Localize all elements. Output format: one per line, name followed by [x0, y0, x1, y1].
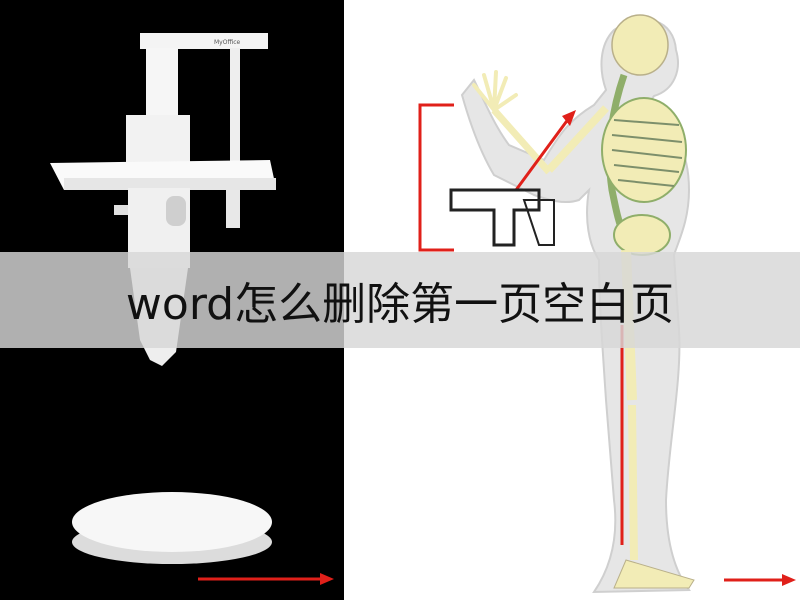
humerus: [546, 105, 609, 173]
tibia: [628, 404, 638, 561]
banner-title: word怎么删除第一页空白页: [125, 279, 675, 330]
rib-1: [613, 119, 680, 126]
housing-slot: [166, 196, 186, 226]
red-forearm-arrow: [514, 117, 571, 191]
red-bracket: [418, 103, 454, 252]
title-banner: word怎么删除第一页空白页: [0, 252, 800, 348]
main-column: [146, 48, 178, 120]
skeleton-illustration: [418, 14, 796, 594]
hand: [472, 70, 518, 112]
rib-3: [611, 149, 683, 159]
t-shape-outline-1: [449, 188, 541, 247]
crossbar-edge: [64, 178, 276, 190]
rib-2: [611, 134, 683, 143]
rib-4: [613, 164, 680, 173]
red-forearm-arrow-head: [562, 110, 576, 126]
top-arm: [140, 33, 268, 49]
pelvis: [613, 214, 671, 256]
base-plate-top: [72, 492, 272, 552]
forearm: [491, 107, 552, 175]
skull: [611, 14, 669, 76]
red-arrow-head-left: [320, 573, 334, 585]
rib-5: [617, 179, 675, 187]
guide-rod: [230, 48, 240, 178]
upper-housing: [126, 115, 190, 167]
t-shape-outline-2: [522, 199, 555, 246]
foot: [613, 559, 695, 589]
red-arrow-head-right: [782, 574, 796, 586]
side-knob: [114, 205, 128, 215]
rod-lower: [226, 188, 240, 228]
device-brand-label: MyOffice: [214, 39, 241, 46]
